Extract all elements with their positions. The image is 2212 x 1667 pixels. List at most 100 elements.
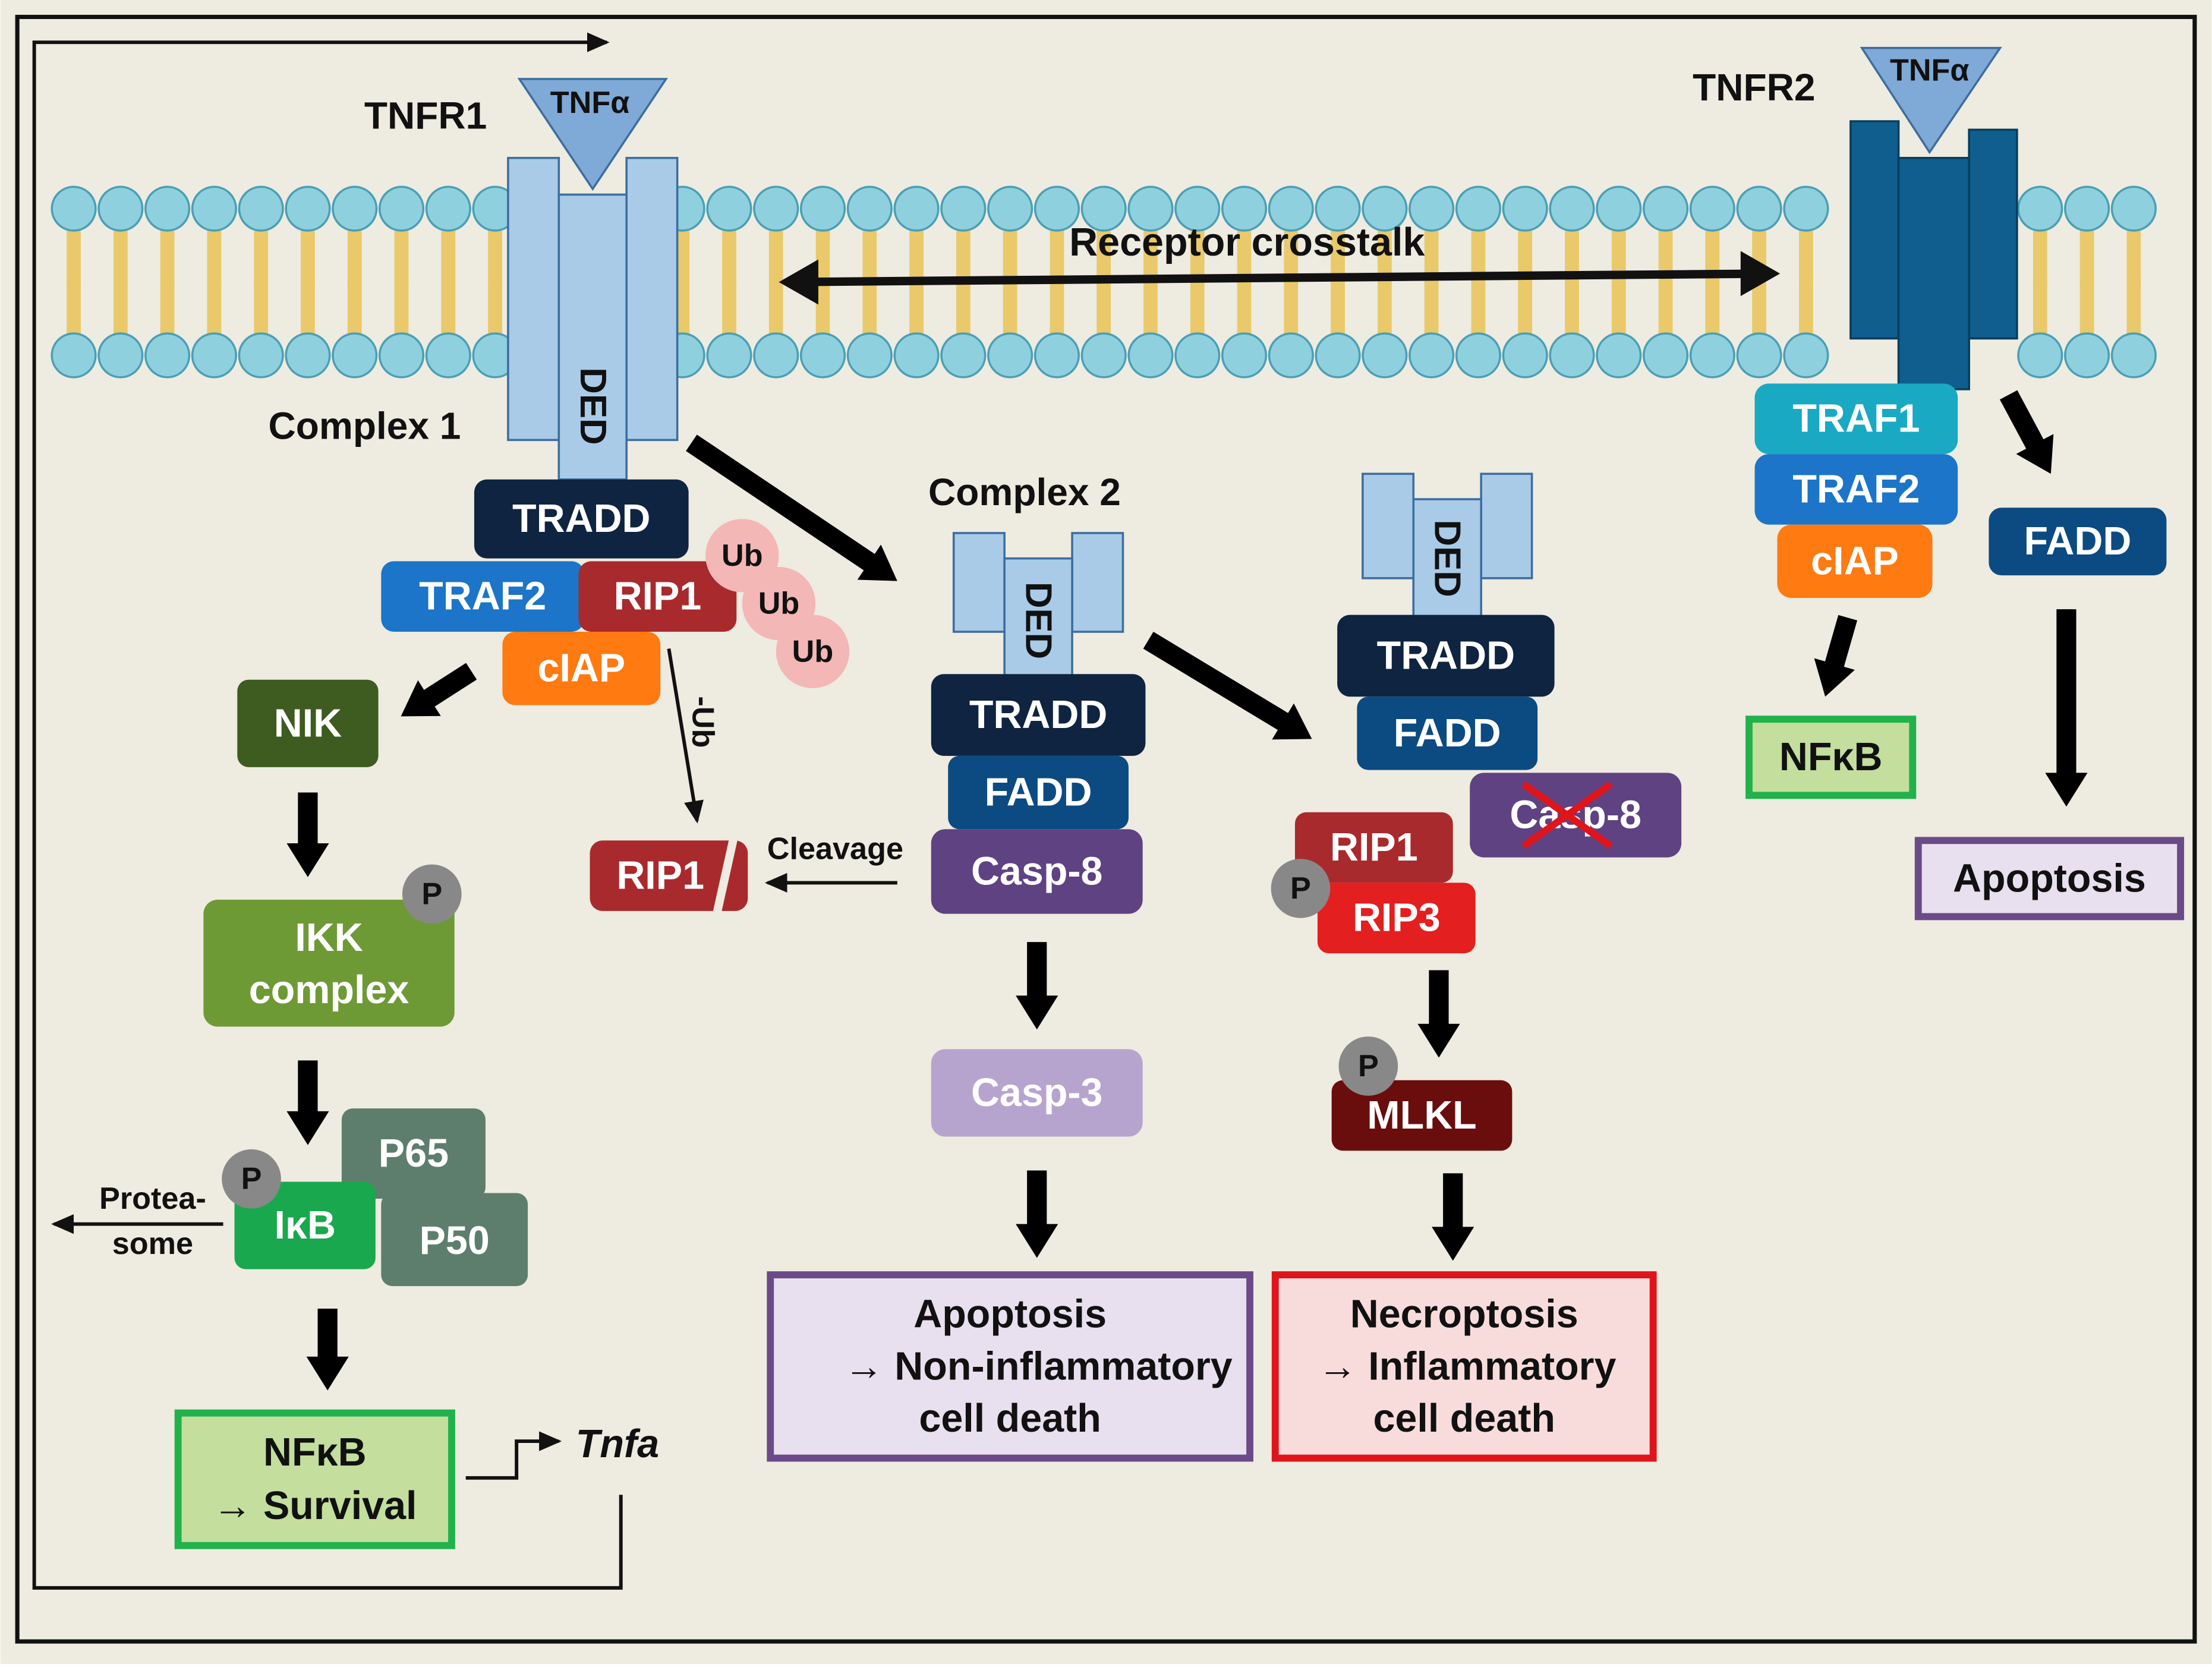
tnfr2-center-segment	[1897, 156, 1970, 390]
lipid-head	[799, 185, 846, 232]
tnfr2-apoptosis-label: Apoptosis	[1953, 856, 2146, 900]
lipid-head	[1455, 185, 1501, 232]
lipid-tail	[2079, 228, 2094, 285]
complex1-label: Complex 1	[269, 405, 461, 448]
nfkb-survival-line1: NFκB	[263, 1430, 367, 1474]
necro-left-segment	[1362, 472, 1415, 579]
tnfr2-ciap-box	[1777, 524, 1933, 598]
lipid-tail	[113, 228, 128, 285]
lipid-tail	[1518, 228, 1533, 285]
lipid-tail	[113, 279, 128, 336]
necro-tradd-box	[1337, 615, 1555, 697]
lipid-tail	[675, 279, 690, 336]
apoptosis-outcome-line2: → Non-inflammatory	[844, 1344, 1232, 1388]
lipid-tail	[2126, 279, 2141, 336]
lipid-head	[1174, 185, 1221, 232]
lipid-head	[706, 332, 752, 379]
complex2-ded-label: DED	[1018, 582, 1059, 659]
ikb-to-nfkb-arrow	[306, 1309, 349, 1391]
lipid-head	[238, 332, 284, 379]
complex2-center-segment	[1003, 557, 1073, 678]
p50-box	[381, 1193, 528, 1287]
complex2-casp8-label: Casp-8	[971, 849, 1103, 893]
lipid-tail	[488, 279, 502, 336]
complex2-receptor: DED	[952, 532, 1124, 678]
complex1-rip1-label: RIP1	[614, 575, 702, 619]
nfkb-survival-line2: → Survival	[213, 1484, 417, 1528]
lipid-tail	[956, 228, 970, 285]
rip1-cleavage-slash	[713, 836, 738, 915]
lipid-head	[753, 332, 799, 379]
lipid-head	[1596, 332, 1642, 379]
lipid-head	[51, 185, 97, 232]
lipid-head	[2017, 185, 2063, 232]
lipid-head	[893, 332, 940, 379]
nfkb-survival-box	[174, 1409, 455, 1549]
complex1-to-complex2-arrow	[686, 434, 897, 581]
necroptosis-outcome-line1: Necroptosis	[1350, 1293, 1578, 1337]
lipid-head	[1783, 185, 1829, 232]
complex2-label: Complex 2	[928, 471, 1121, 513]
complex2-right-segment	[1071, 532, 1124, 633]
ikk-to-ikb-arrow	[286, 1060, 329, 1145]
lipid-head	[846, 185, 893, 232]
crosstalk-arrowhead-left	[779, 259, 818, 305]
lipid-tail	[1237, 228, 1252, 285]
lipid-tail	[909, 279, 924, 336]
inhibited-casp8-box	[1470, 773, 1682, 858]
lipid-tail	[67, 228, 81, 285]
necro-center-segment	[1412, 498, 1482, 619]
complex1-tradd-label: TRADD	[512, 497, 651, 541]
tnfr1-right-segment	[625, 156, 679, 442]
tnfr2-fadd-label: FADD	[2024, 519, 2131, 563]
lipid-tail	[815, 279, 830, 336]
lipid-head	[1268, 185, 1314, 232]
casp8-inhibition-x-2	[1521, 781, 1613, 849]
lipid-head	[1268, 332, 1314, 379]
lipid-tail	[1003, 279, 1017, 336]
lipid-head	[1080, 185, 1127, 232]
ciap-to-nfkb-arrow	[1814, 615, 1858, 697]
ikb-phospho-label: P	[241, 1162, 262, 1196]
lipid-head	[1502, 185, 1548, 232]
ikk-complex-box	[203, 899, 455, 1027]
cleaved-rip1-box	[590, 840, 748, 911]
lipid-head	[51, 332, 97, 379]
lipid-head	[2064, 185, 2110, 232]
lipid-tail	[1799, 279, 1813, 336]
lipid-head	[1221, 332, 1268, 379]
lipid-tail	[207, 228, 222, 285]
lipid-tail	[722, 228, 736, 285]
lipid-tail	[1050, 228, 1064, 285]
lipid-tail	[1752, 279, 1766, 336]
lipid-tail	[2033, 279, 2047, 336]
lipid-head	[1127, 185, 1174, 232]
rip3-label: RIP3	[1353, 896, 1441, 940]
ub-label-2: Ub	[758, 587, 800, 621]
lipid-head	[1315, 332, 1361, 379]
lipid-head	[1736, 185, 1782, 232]
lipid-tail	[254, 279, 269, 336]
lipid-tail	[1190, 279, 1205, 336]
lipid-tail	[1096, 279, 1111, 336]
traf1-box	[1754, 383, 1958, 455]
lipid-tail	[675, 228, 690, 285]
tnfr2-fadd-box	[1989, 508, 2167, 576]
lipid-head	[1502, 332, 1548, 379]
ikb-box	[234, 1181, 376, 1269]
rip3-to-mlkl-arrow	[1417, 970, 1460, 1058]
lipid-head	[1033, 332, 1080, 379]
mlkl-box	[1331, 1080, 1513, 1151]
tnfr2-left-segment	[1849, 120, 1900, 340]
lipid-head	[1549, 332, 1595, 379]
lipid-head	[1127, 332, 1174, 379]
lipid-tail	[394, 228, 409, 285]
fadd-to-apoptosis-arrow	[2045, 609, 2088, 807]
mlkl-phospho-badge	[1338, 1036, 1398, 1096]
mlkl-to-necroptosis-arrow	[1432, 1173, 1474, 1261]
necroptosis-receptor: DED	[1362, 472, 1533, 619]
lipid-head	[285, 332, 331, 379]
complex2-tradd-label: TRADD	[969, 693, 1107, 737]
lipid-tail	[1096, 228, 1111, 285]
tnfr2-receptor	[1849, 120, 2018, 390]
